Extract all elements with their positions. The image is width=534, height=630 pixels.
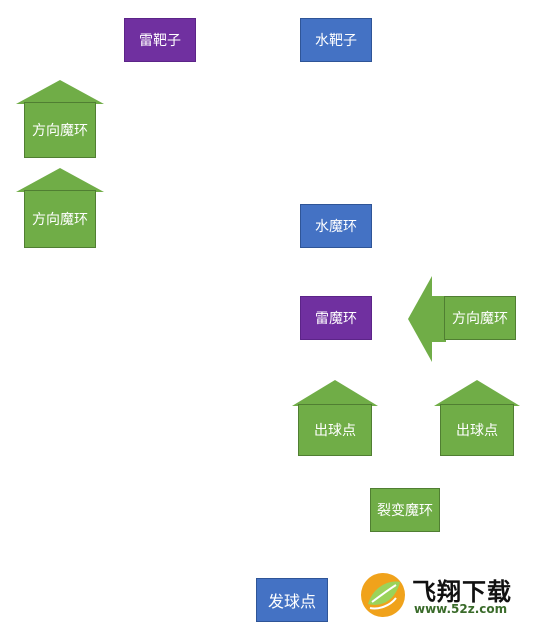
direction-ring-label: 方向魔环: [452, 311, 508, 327]
watermark-title: 飞翔下载: [412, 578, 512, 606]
water-target-label: 水靶子: [315, 33, 357, 49]
up-arrow-icon: [292, 380, 378, 406]
thunder-target-label: 雷靶子: [139, 33, 181, 49]
direction-ring-box-right: 方向魔环: [444, 296, 516, 340]
thunder-ring-label: 雷魔环: [315, 311, 357, 327]
ball-exit-box-left: 出球点: [298, 404, 372, 456]
up-arrow-icon: [434, 380, 520, 406]
ball-exit-label: 出球点: [456, 423, 498, 439]
water-ring-label: 水魔环: [315, 219, 357, 235]
left-arrow-icon: [408, 276, 446, 362]
launch-point-label: 发球点: [267, 592, 316, 611]
fission-ring-label: 裂变魔环: [377, 503, 433, 519]
leaf-logo-icon: [361, 573, 405, 617]
water-target-box: 水靶子: [300, 18, 372, 62]
ball-exit-label: 出球点: [314, 423, 356, 439]
ball-exit-box-right: 出球点: [440, 404, 514, 456]
fission-ring-box: 裂变魔环: [370, 488, 440, 532]
up-arrow-icon: [16, 168, 104, 192]
direction-ring-box-left-bottom: 方向魔环: [24, 190, 96, 248]
direction-ring-label: 方向魔环: [32, 123, 88, 139]
watermark: 飞翔下载 www.52z.com: [358, 570, 528, 622]
thunder-target-box: 雷靶子: [124, 18, 196, 62]
thunder-ring-box: 雷魔环: [300, 296, 372, 340]
up-arrow-icon: [16, 80, 104, 104]
launch-point-box: 发球点: [256, 578, 328, 622]
direction-ring-label: 方向魔环: [32, 212, 88, 228]
direction-ring-box-left-top: 方向魔环: [24, 102, 96, 158]
water-ring-box: 水魔环: [300, 204, 372, 248]
watermark-url: www.52z.com: [414, 602, 508, 616]
